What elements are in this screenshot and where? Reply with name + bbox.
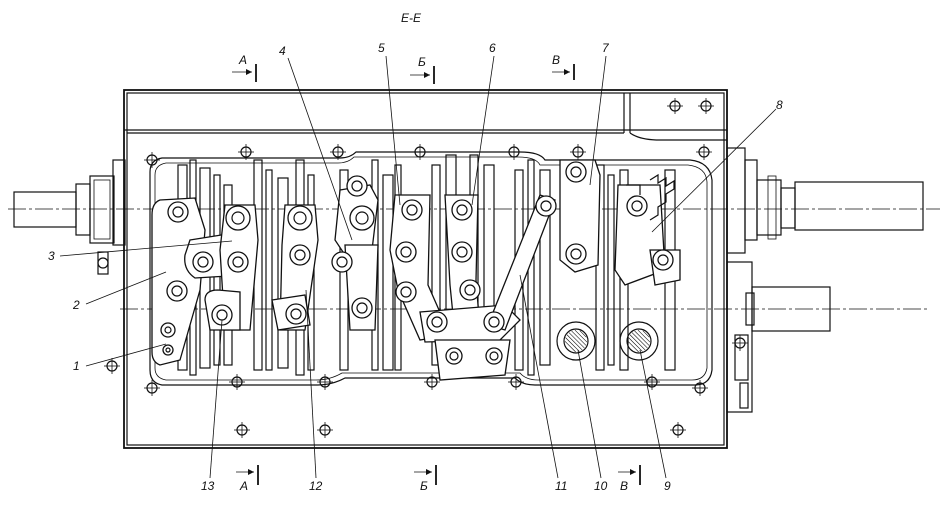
svg-text:13: 13 (201, 479, 215, 493)
pin-boss (395, 281, 417, 303)
pin-boss (426, 311, 448, 333)
bolt (104, 358, 120, 374)
pin-boss (167, 201, 189, 223)
pin-boss (162, 344, 174, 356)
bolt (732, 335, 748, 351)
bolt (570, 144, 586, 160)
callout-12: 12 (305, 289, 323, 493)
pin-boss (331, 251, 353, 273)
pin-boss (349, 205, 375, 231)
bolt (692, 380, 708, 396)
bolt (144, 380, 160, 396)
svg-text:А: А (239, 479, 248, 493)
bolt (238, 144, 254, 160)
bolt (317, 422, 333, 438)
pin-boss (287, 205, 313, 231)
pin-boss (395, 241, 417, 263)
pin-boss (346, 175, 368, 197)
svg-text:А: А (238, 53, 247, 67)
callout-11: 11 (519, 274, 567, 493)
svg-text:6: 6 (489, 41, 496, 55)
svg-text:4: 4 (279, 44, 286, 58)
svg-text:Б: Б (420, 479, 428, 493)
bolt (330, 144, 346, 160)
pin-boss (451, 241, 473, 263)
callout-5: 5 (378, 41, 401, 206)
section-mark-b-bottom: Б (414, 465, 437, 493)
bolt (670, 422, 686, 438)
callout-7: 7 (589, 41, 610, 186)
svg-text:1: 1 (73, 359, 80, 373)
bolt (696, 144, 712, 160)
callout-9: 9 (639, 349, 671, 493)
section-marks-bottom: А Б В (236, 465, 641, 493)
bolt (229, 374, 245, 390)
callout-6: 6 (471, 41, 496, 206)
pin-boss (225, 205, 251, 231)
callout-13: 13 (201, 319, 223, 493)
svg-text:7: 7 (602, 41, 610, 55)
pin-boss (485, 347, 503, 365)
left-input-shaft (13, 175, 115, 275)
right-output-shaft (756, 175, 924, 240)
svg-text:9: 9 (664, 479, 671, 493)
housing-bolts (104, 98, 748, 438)
pin-boss (445, 347, 463, 365)
pin-boss (535, 195, 557, 217)
pin-boss (351, 297, 373, 319)
svg-text:5: 5 (378, 41, 385, 55)
bolt (508, 374, 524, 390)
callout-4: 4 (279, 44, 353, 241)
svg-text:2: 2 (72, 298, 80, 312)
section-marks-top: А Б В (232, 53, 575, 84)
svg-text:8: 8 (776, 98, 783, 112)
pins-and-bosses (160, 161, 674, 365)
pin-boss (227, 251, 249, 273)
pin-boss (289, 244, 311, 266)
pin-boss (401, 199, 423, 221)
pin-boss (451, 199, 473, 221)
svg-text:11: 11 (555, 479, 567, 493)
pin-boss (459, 279, 481, 301)
gear-teeth (626, 173, 675, 221)
section-title: Е-Е (401, 11, 422, 25)
section-mark-v-bottom: В (618, 465, 641, 493)
bolt (412, 144, 428, 160)
callout-1: 1 (73, 343, 167, 373)
pin-boss (652, 249, 674, 271)
callout-3: 3 (48, 240, 233, 263)
bolt (317, 374, 333, 390)
callout-8: 8 (651, 98, 783, 233)
section-mark-v-top: В (552, 53, 575, 80)
bolt (667, 98, 683, 114)
pin-boss (626, 195, 648, 217)
svg-text:В: В (552, 53, 560, 67)
bolt (424, 374, 440, 390)
pin-boss (285, 303, 307, 325)
bolt (234, 422, 250, 438)
callout-2: 2 (72, 271, 167, 312)
callouts: 1 2 3 4 5 6 7 8 (48, 41, 783, 493)
housing (112, 89, 758, 449)
pin-boss (565, 243, 587, 265)
pin-boss (160, 322, 176, 338)
bolt (506, 144, 522, 160)
svg-text:В: В (620, 479, 628, 493)
pin-boss (166, 280, 188, 302)
svg-text:3: 3 (48, 249, 55, 263)
section-mark-a-top: А (232, 53, 257, 82)
hatched-discs (556, 321, 659, 361)
svg-text:Б: Б (418, 55, 426, 69)
bolt (698, 98, 714, 114)
svg-text:10: 10 (594, 479, 608, 493)
callout-10: 10 (577, 349, 608, 493)
svg-text:12: 12 (309, 479, 323, 493)
bolt (144, 152, 160, 168)
section-mark-a-bottom: А (236, 465, 259, 493)
pin-boss (565, 161, 587, 183)
pin-boss (192, 251, 214, 273)
section-mark-b-top: Б (410, 55, 435, 84)
pin-boss (483, 311, 505, 333)
